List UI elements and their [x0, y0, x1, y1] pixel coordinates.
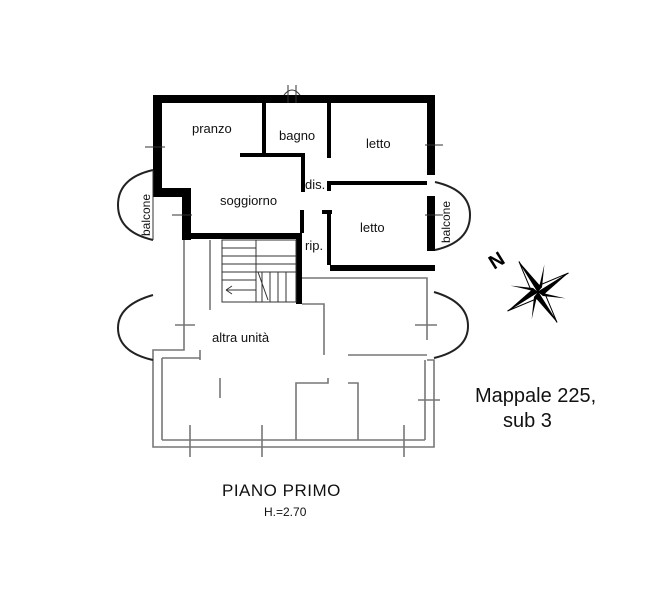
floor-title: PIANO PRIMO: [222, 481, 341, 500]
balcony-label-right: balcone: [439, 201, 453, 243]
window-marks: [145, 85, 443, 216]
unit-walls: [153, 95, 435, 304]
interior-partitions: [240, 103, 427, 265]
compass-north-label: N: [485, 248, 509, 274]
compass-rose-icon: [507, 261, 569, 323]
room-label-pranzo: pranzo: [192, 121, 232, 136]
balcony-lower-left: [116, 294, 154, 361]
balcony-label-left: balcone: [139, 194, 153, 236]
balcony-right: [434, 181, 472, 251]
balcony-left: [116, 169, 154, 241]
mappale-line-1: Mappale 225,: [475, 385, 596, 407]
room-label-letto-1: letto: [366, 136, 391, 151]
room-label-bagno: bagno: [279, 128, 315, 143]
room-label-letto-2: letto: [360, 220, 385, 235]
staircase: [221, 239, 297, 303]
room-label-rip: rip.: [305, 238, 323, 253]
room-label-soggiorno: soggiorno: [220, 193, 277, 208]
mappale-line-2: sub 3: [503, 410, 552, 432]
balcony-lower-right: [433, 291, 470, 359]
room-label-altra-unita: altra unità: [212, 330, 270, 345]
room-label-dis: dis.: [305, 177, 325, 192]
building-outline: [152, 240, 440, 457]
floor-height: H.=2.70: [264, 505, 307, 519]
